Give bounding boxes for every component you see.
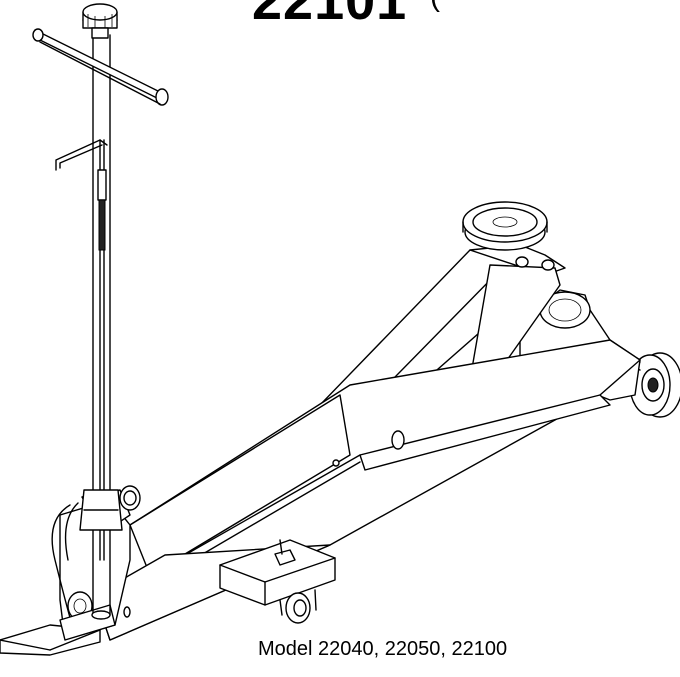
jack-chassis (94, 339, 641, 641)
model-caption: Model 22040, 22050, 22100 (258, 638, 508, 660)
release-knob (82, 3, 118, 39)
lift-saddle (462, 201, 548, 251)
rear-wheel (563, 327, 680, 418)
title-paren: ( (430, 0, 440, 14)
title-fragment: 22101 (252, 0, 408, 31)
jack-handle (79, 34, 123, 620)
release-lever (55, 139, 108, 171)
pump-assembly (0, 485, 141, 656)
front-caster (219, 539, 336, 624)
handle-t-bar (32, 28, 169, 106)
